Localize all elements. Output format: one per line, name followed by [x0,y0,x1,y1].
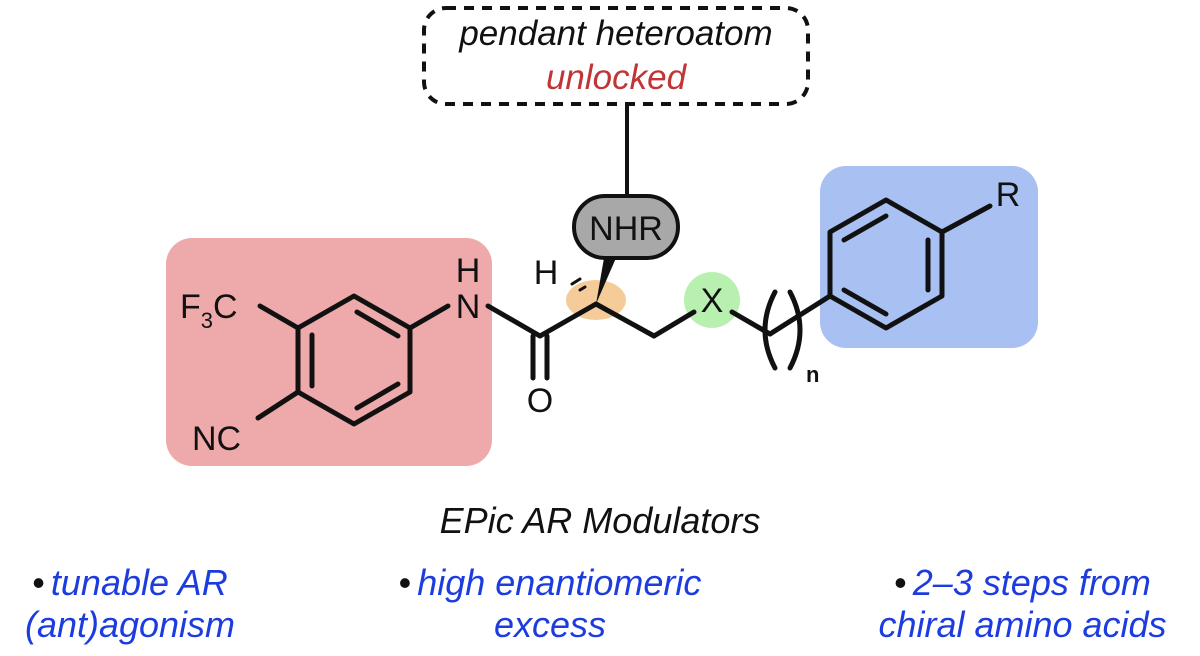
cf3-subscript: 3 [201,308,213,333]
nc-label: NC [192,420,241,458]
carbonyl-o-label: O [527,382,553,420]
callout-text: pendant heteroatom unlocked [426,12,806,100]
bullet-text: 2–3 steps from [912,562,1151,603]
amide-n-label: N [456,288,481,326]
bullet-line: •tunable AR [0,562,260,604]
cf3-c: C [213,288,238,326]
ch2-x-bond [651,309,697,339]
bullet-item: •2–3 steps from chiral amino acids [850,562,1195,646]
bullet-line: chiral amino acids [878,604,1167,645]
cf3-bond [257,303,301,331]
bullet-dot: • [894,562,907,603]
bullet-line: (ant)agonism [24,604,236,645]
right-ring-double-bond-1 [841,213,889,243]
cf3-f: F [180,288,201,326]
stereo-hash-2 [570,277,582,286]
stereo-wedge [596,258,616,304]
bullet-dot: • [398,562,412,603]
bullet-item: •tunable AR (ant)agonism [0,562,260,646]
x-linker-highlight [684,272,740,328]
stereo-h-label: H [534,254,559,292]
bullet-line: •2–3 steps from [850,562,1195,604]
bullet-line: •high enantiomeric [340,562,760,604]
chain-bracket-right [787,289,803,371]
cf3-label: F3C [180,288,238,333]
bullet-dot: • [32,562,45,603]
left-ring-double-bond-1 [354,309,401,339]
nhr-pill [572,194,680,260]
aryl-amide-highlight [166,238,492,466]
bullet-item: •high enantiomeric excess [340,562,760,646]
callout-line-2: unlocked [545,58,687,97]
bullet-text: high enantiomeric [417,562,702,603]
right-ring-double-bond-3 [841,287,889,317]
bullet-text: tunable AR [50,562,228,603]
carbonyl-alpha-bond [537,301,599,339]
nhr-label: NHR [589,210,663,248]
stereo-hash-1 [578,285,587,292]
r-label: R [996,176,1021,214]
diagram-caption: EPic AR Modulators [439,500,761,541]
callout-box [422,6,810,106]
n-subscript-label: n [806,362,819,387]
nh-carbonyl-bond [485,303,543,339]
cn-bond [255,389,301,421]
x-label: X [701,282,724,320]
callout-line-1: pendant heteroatom [459,14,773,53]
amide-h-label: H [456,252,481,290]
chain-bracket-left [762,289,778,371]
alpha-ch2-bond [593,301,657,339]
bullet-line: excess [493,604,607,645]
ring-nh-bond [407,303,451,331]
r-bond [939,203,993,235]
left-ring-double-bond-3 [354,381,401,411]
